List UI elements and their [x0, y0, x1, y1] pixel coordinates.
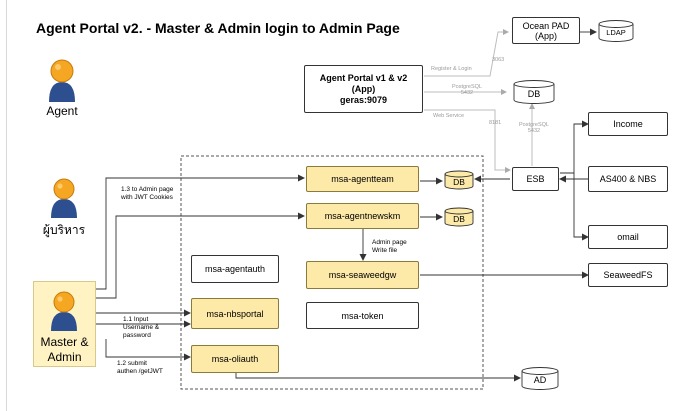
edge-oliauth-ad [235, 372, 521, 382]
ldap-cylinder-icon [598, 20, 634, 42]
agentnewskm-db-label: DB [453, 213, 465, 224]
edge-label-postgresql-right: PostgreSQL 5432 [519, 122, 549, 134]
agent-portal-line1: Agent Portal v1 & v2 [319, 72, 408, 83]
edge-label-to-admin: 1.3 to Admin page with JWT Cookies [121, 186, 173, 202]
ad-database: AD [521, 367, 559, 390]
ocean-pad-app-box: Ocean PAD (App) [512, 17, 580, 44]
ad-cylinder-icon [521, 367, 559, 390]
msa-agentteam-box: msa-agentteam [306, 166, 419, 192]
esb-box: ESB [512, 167, 559, 191]
edge-label-input-line2: Username & [123, 324, 160, 331]
ocean-pad-line2: (App) [534, 30, 557, 41]
ldap-label: LDAP [606, 28, 626, 37]
msa-agentauth-box: msa-agentauth [191, 255, 279, 283]
edge-portal-esb [424, 109, 511, 173]
agent-label: Agent [46, 104, 78, 118]
ad-label: AD [533, 375, 547, 385]
edge-label-postgresql-top-line2: 5432 [460, 90, 474, 96]
page-title: Agent Portal v2. - Master & Admin login … [36, 20, 400, 36]
edge-label-admin-page-line1: Admin page [372, 239, 407, 246]
executive-person-icon [48, 178, 80, 223]
income-box: Income [588, 112, 668, 136]
edge-label-to-admin-line1: 1.3 to Admin page [121, 186, 174, 193]
edge-label-port-3063: 3063 [492, 57, 505, 63]
microservice-boundary [180, 155, 484, 390]
edge-label-postgresql-top: PostgreSQL 5432 [452, 84, 482, 96]
edge-label-submit: 1.2 submit authen /getJWT [117, 360, 163, 376]
edge-label-input-line1: 1.1 Input [123, 316, 149, 323]
master-admin-label: Master & Admin [33, 335, 96, 365]
main-db-cylinder-icon [513, 80, 555, 104]
agentnewskm-db-cylinder-icon [444, 207, 474, 227]
ldap-database: LDAP [598, 20, 634, 42]
master-admin-label-line1: Master & [40, 335, 89, 349]
msa-nbsportal-box: msa-nbsportal [191, 298, 279, 329]
edge-label-input-line3: password [123, 332, 151, 339]
edge-label-admin-page-line2: Write file [372, 247, 398, 254]
agentteam-database: DB [444, 170, 474, 190]
edge-portal-oceanpad [424, 29, 509, 77]
edge-admin-oliauth-submit [105, 339, 191, 361]
edge-label-postgresql-top-line1: PostgreSQL [452, 84, 482, 90]
main-db-label: DB [527, 88, 541, 99]
edge-esb-omail [573, 173, 589, 241]
executive-label: ผู้บริหาร [42, 223, 86, 237]
edge-label-web-service: Web Service [433, 113, 465, 119]
msa-oliauth-box: msa-oliauth [191, 345, 279, 373]
edge-label-admin-page: Admin page Write file [372, 239, 407, 255]
main-database: DB [513, 80, 555, 104]
edge-label-input: 1.1 Input Username & password [123, 316, 159, 340]
msa-seaweedgw-box: msa-seaweedgw [306, 261, 419, 289]
agent-portal-line2: (App) [351, 83, 376, 94]
edge-label-postgresql-right-line1: PostgreSQL [519, 122, 549, 128]
agentteam-db-label: DB [453, 176, 465, 187]
master-admin-person-icon [49, 291, 79, 336]
edge-esb-income [560, 120, 589, 174]
seaweedfs-box: SeaweedFS [588, 263, 668, 287]
edge-label-to-admin-line2: with JWT Cookies [121, 194, 173, 201]
page-left-rule [6, 0, 7, 411]
edge-admin-agentteam [96, 174, 305, 290]
agentnewskm-database: DB [444, 207, 474, 227]
edge-label-submit-line1: 1.2 submit [117, 360, 147, 367]
edge-label-submit-line2: authen /getJWT [117, 368, 163, 375]
edge-label-register-login: Register & Login [431, 66, 472, 72]
msa-token-box: msa-token [306, 302, 419, 329]
agent-portal-line3: geras:9079 [339, 94, 388, 105]
agent-person-icon [46, 58, 78, 107]
master-admin-label-line2: Admin [47, 350, 82, 364]
edge-label-port-8181: 8181 [489, 120, 502, 126]
msa-agentnewskm-box: msa-agentnewskm [306, 203, 419, 229]
agent-portal-app-box: Agent Portal v1 & v2 (App) geras:9079 [304, 65, 423, 113]
agentteam-db-cylinder-icon [444, 170, 474, 190]
ocean-pad-line1: Ocean PAD [522, 20, 570, 31]
edge-label-postgresql-right-line2: 5432 [527, 128, 541, 134]
as400-nbs-box: AS400 & NBS [588, 166, 668, 192]
omail-box: omail [588, 225, 668, 249]
edge-admin-agentnewskm [96, 212, 305, 299]
